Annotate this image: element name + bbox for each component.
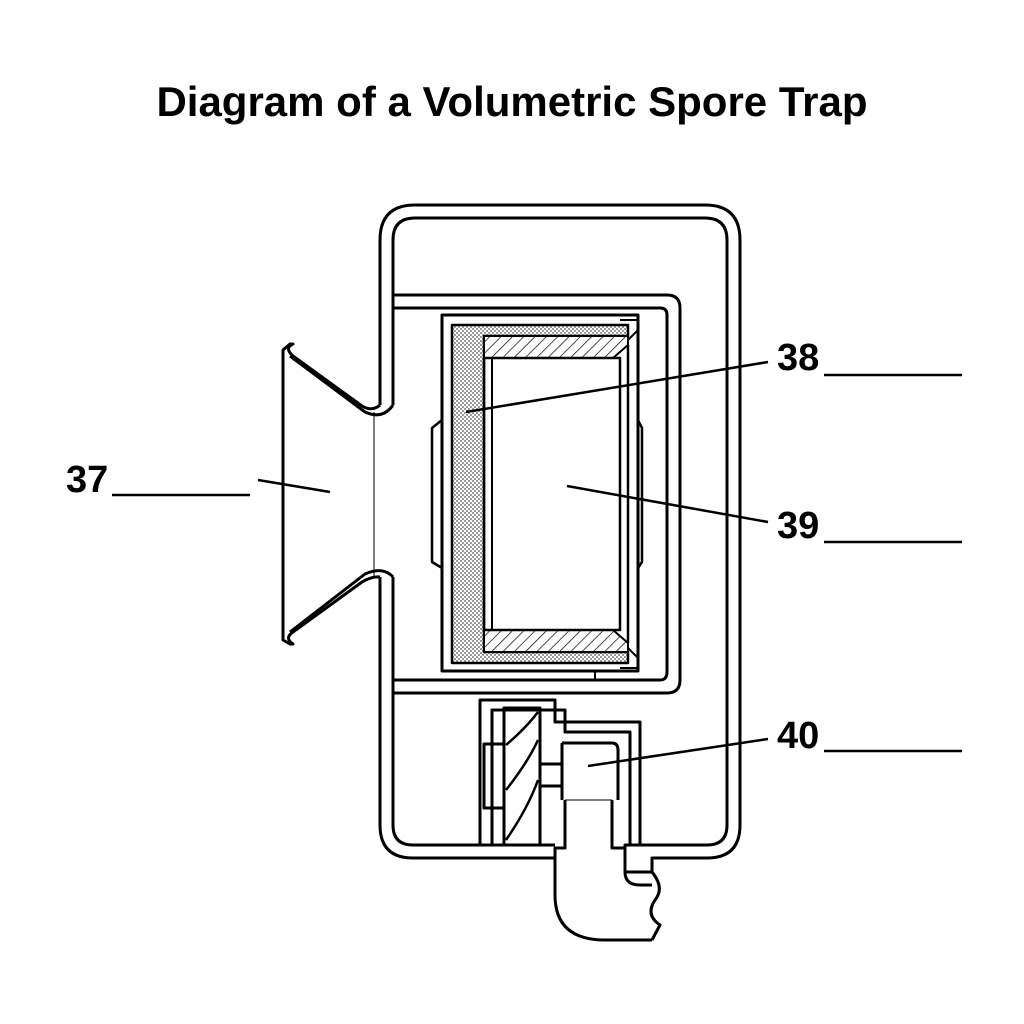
label-37-leader — [257, 478, 331, 494]
label-39-leader — [566, 484, 769, 524]
outer-housing — [378, 203, 742, 874]
label-39: 39 — [777, 505, 819, 547]
diagram-title: Diagram of a Volumetric Spore Trap — [156, 78, 868, 125]
drum-assembly — [430, 313, 644, 673]
label-40-leader — [587, 737, 769, 768]
intake-funnel — [281, 342, 395, 646]
label-38-leader — [465, 360, 769, 414]
pump-housing — [478, 698, 642, 847]
label-37: 37 — [66, 459, 108, 501]
leader-lines — [112, 360, 962, 768]
label-38: 38 — [777, 337, 819, 379]
outlet-tube — [553, 741, 662, 942]
label-40: 40 — [777, 715, 819, 757]
